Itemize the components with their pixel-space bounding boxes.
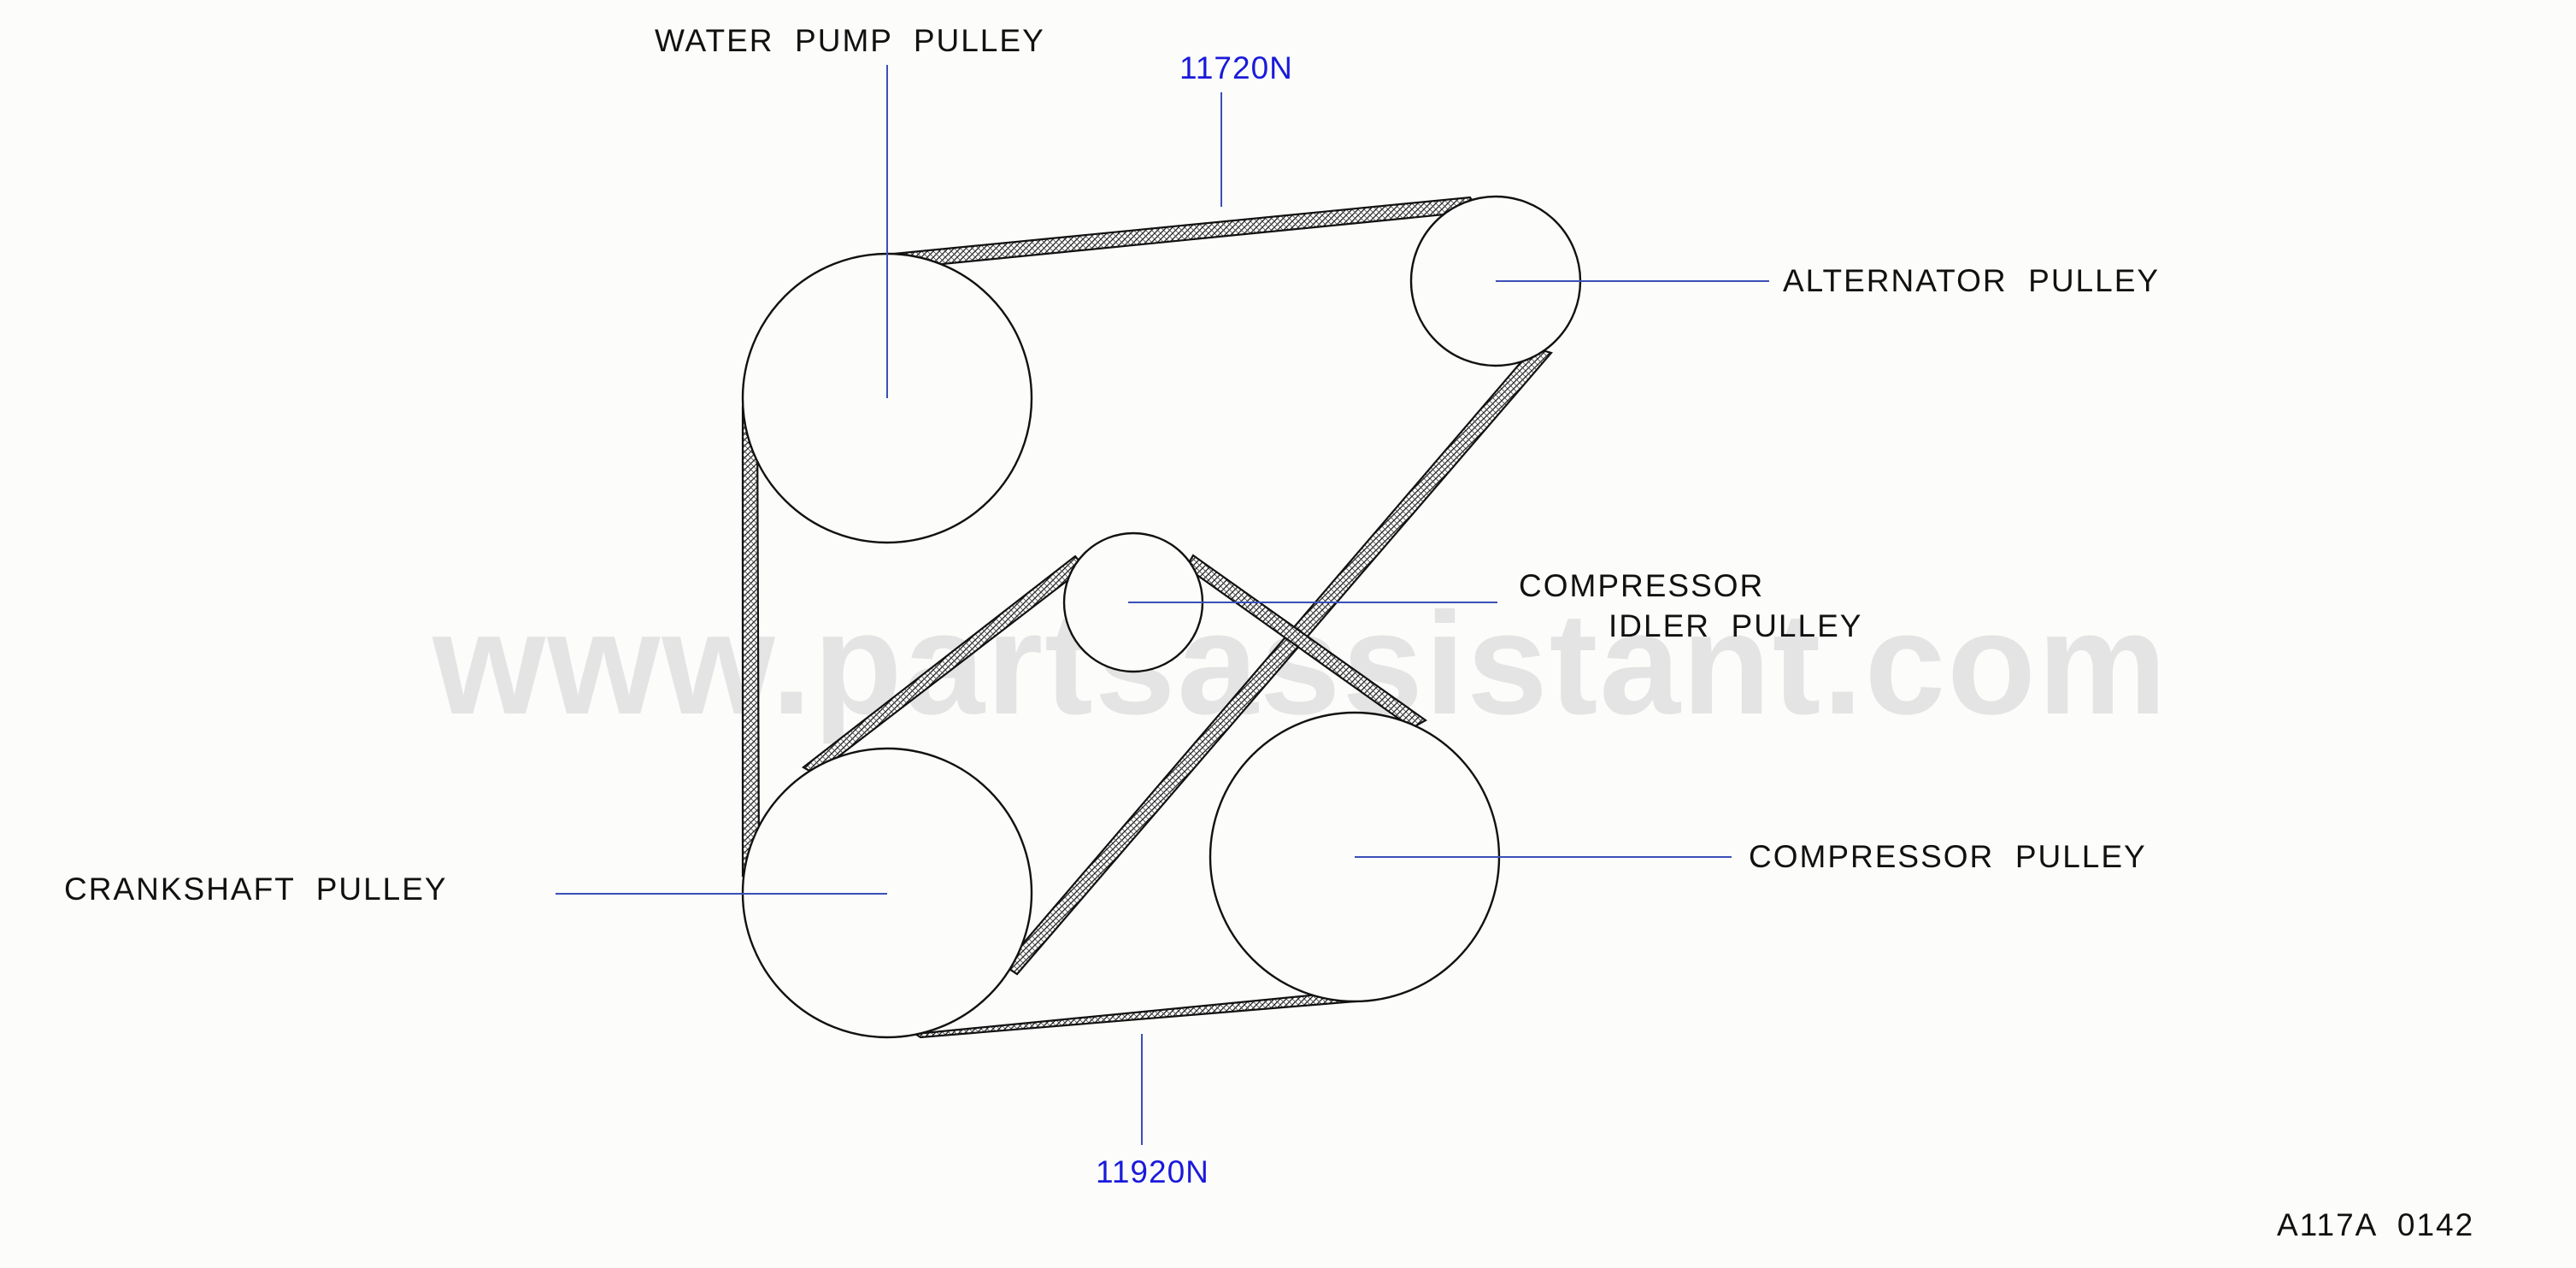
alternator-pulley-label: ALTERNATOR PULLEY [1783, 263, 2160, 298]
leader-lines [556, 65, 1769, 1145]
compressor-idler-pulley-label-line2: IDLER PULLEY [1609, 608, 1862, 643]
part-number-lower-belt[interactable]: 11920N [1096, 1154, 1209, 1189]
crankshaft-pulley-label: CRANKSHAFT PULLEY [64, 872, 448, 907]
compressor-idler-pulley-label-line1: COMPRESSOR [1519, 568, 1764, 603]
water-pump-pulley-label: WATER PUMP PULLEY [655, 23, 1045, 58]
watermark: www.partsassistant.com [432, 583, 2168, 745]
compressor-pulley-label: COMPRESSOR PULLEY [1749, 839, 2147, 874]
belt-segment-alternator-to-crankshaft [1003, 346, 1553, 976]
belt-segment-waterpump-to-alternator [892, 196, 1480, 270]
figure-code: A117A 0142 [2277, 1207, 2474, 1242]
upper-drive-belt [741, 196, 1553, 976]
belt-segment-waterpump-to-crankshaft [741, 405, 761, 878]
part-number-upper-belt[interactable]: 11720N [1179, 50, 1293, 85]
